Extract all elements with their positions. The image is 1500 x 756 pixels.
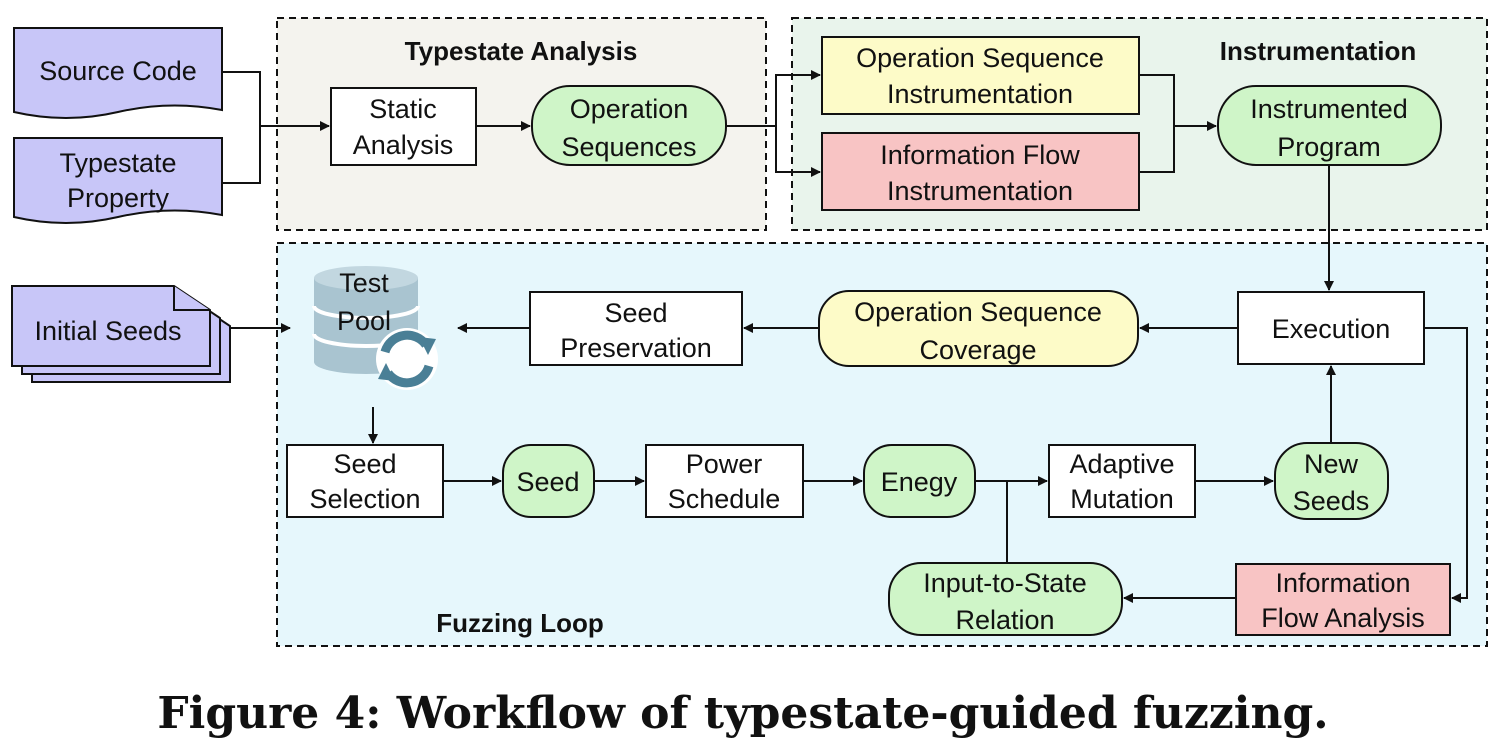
database-icon bbox=[312, 266, 420, 374]
power-schedule-label-line1: Power bbox=[686, 449, 763, 479]
typestate-analysis-title: Typestate Analysis bbox=[405, 36, 638, 66]
fuzzing-loop-title: Fuzzing Loop bbox=[436, 608, 604, 638]
power-schedule-label-line2: Schedule bbox=[668, 484, 781, 514]
typestate-property-document: Typestate Property bbox=[13, 137, 223, 224]
initial-seeds-document-stack: Initial Seeds bbox=[11, 285, 231, 383]
seed-preservation-label-line1: Seed bbox=[604, 298, 667, 328]
refresh-icon bbox=[376, 328, 438, 390]
edge-sequences-to-info-flow-instr bbox=[775, 126, 821, 177]
info-flow-instrumentation-label-line2: Instrumentation bbox=[887, 176, 1073, 206]
test-pool-label-line1: Test bbox=[339, 268, 389, 298]
information-flow-instrumentation-node: Information Flow Instrumentation bbox=[821, 132, 1140, 211]
edge-inputs-to-static-analysis bbox=[222, 71, 329, 184]
edge-instrumentations-to-program bbox=[1139, 74, 1216, 173]
adaptive-mutation-node: Adaptive Mutation bbox=[1048, 444, 1196, 518]
op-seq-coverage-label-line1: Operation Sequence bbox=[854, 297, 1102, 327]
input-to-state-label-line2: Relation bbox=[955, 605, 1054, 635]
source-code-label: Source Code bbox=[39, 56, 197, 86]
source-code-document: Source Code bbox=[13, 27, 223, 119]
power-schedule-node: Power Schedule bbox=[645, 444, 804, 518]
info-flow-analysis-label-line1: Information bbox=[1275, 568, 1410, 598]
instrumented-program-node: Instrumented Program bbox=[1217, 85, 1442, 166]
information-flow-analysis-node: Information Flow Analysis bbox=[1235, 563, 1451, 636]
adaptive-mutation-label-line2: Mutation bbox=[1070, 484, 1174, 514]
seed-preservation-node: Seed Preservation bbox=[529, 291, 743, 366]
op-seq-instrumentation-label-line1: Operation Sequence bbox=[856, 43, 1104, 73]
typestate-property-label-line1: Typestate bbox=[59, 148, 176, 178]
edge-execution-to-info-flow-analysis bbox=[1424, 327, 1468, 603]
new-seeds-node: New Seeds bbox=[1274, 442, 1389, 520]
adaptive-mutation-label-line1: Adaptive bbox=[1069, 449, 1174, 479]
static-analysis-label-line2: Analysis bbox=[353, 130, 454, 160]
input-to-state-label-line1: Input-to-State bbox=[923, 568, 1087, 598]
execution-node: Execution bbox=[1237, 291, 1425, 365]
edge-sequences-to-op-seq-instr bbox=[726, 70, 821, 127]
energy-node: Enegy bbox=[863, 444, 976, 518]
op-seq-coverage-label-line2: Coverage bbox=[919, 335, 1036, 365]
operation-sequences-label-line2: Sequences bbox=[561, 132, 696, 162]
typestate-property-label-line2: Property bbox=[67, 183, 170, 213]
info-flow-instrumentation-label-line1: Information Flow bbox=[880, 140, 1080, 170]
instrumented-program-label-line1: Instrumented bbox=[1250, 94, 1408, 124]
test-pool-label-line2: Pool bbox=[337, 306, 391, 336]
execution-label: Execution bbox=[1272, 314, 1391, 344]
seed-label: Seed bbox=[516, 467, 579, 497]
new-seeds-label-line1: New bbox=[1304, 449, 1359, 479]
energy-label: Enegy bbox=[881, 467, 958, 497]
figure-caption: Figure 4: Workflow of typestate-guided f… bbox=[157, 688, 1328, 739]
static-analysis-label-line1: Static bbox=[369, 94, 437, 124]
edges bbox=[222, 70, 1468, 603]
operation-sequence-coverage-node: Operation Sequence Coverage bbox=[818, 290, 1139, 367]
seed-selection-node: Seed Selection bbox=[286, 444, 444, 518]
seed-selection-label-line1: Seed bbox=[333, 449, 396, 479]
instrumentation-title: Instrumentation bbox=[1220, 36, 1416, 66]
seed-node: Seed bbox=[502, 444, 595, 518]
new-seeds-label-line2: Seeds bbox=[1293, 486, 1370, 516]
input-to-state-relation-node: Input-to-State Relation bbox=[888, 562, 1123, 636]
op-seq-instrumentation-label-line2: Instrumentation bbox=[887, 79, 1073, 109]
seed-preservation-label-line2: Preservation bbox=[560, 333, 712, 363]
instrumented-program-label-line2: Program bbox=[1277, 132, 1381, 162]
static-analysis-node: Static Analysis bbox=[330, 87, 477, 166]
initial-seeds-label: Initial Seeds bbox=[34, 316, 181, 346]
info-flow-analysis-label-line2: Flow Analysis bbox=[1261, 603, 1425, 633]
operation-sequences-label-line1: Operation bbox=[570, 94, 689, 124]
operation-sequences-node: Operation Sequences bbox=[531, 85, 727, 166]
operation-sequence-instrumentation-node: Operation Sequence Instrumentation bbox=[821, 36, 1140, 115]
seed-selection-label-line2: Selection bbox=[309, 484, 420, 514]
